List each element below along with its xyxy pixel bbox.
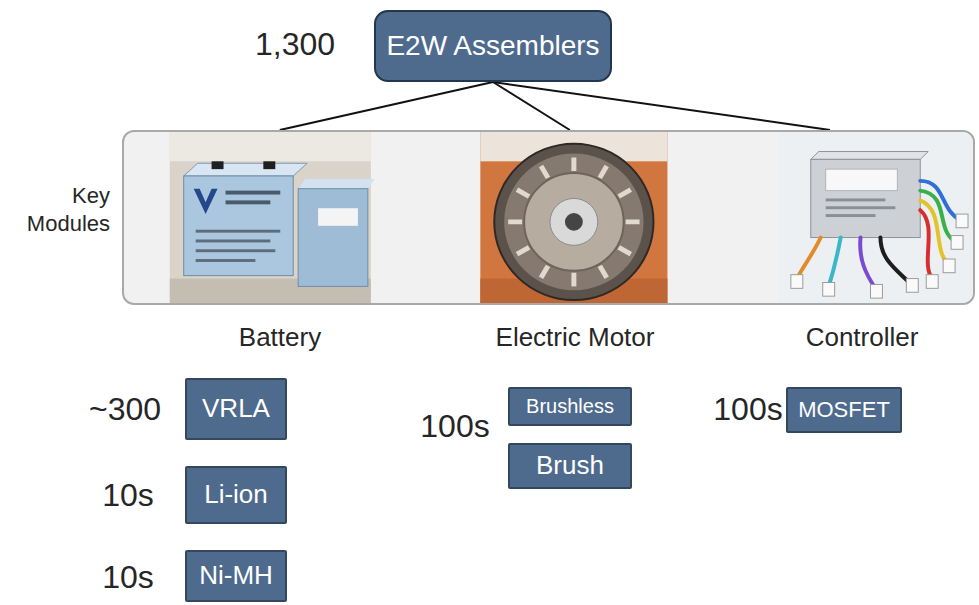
battery-photo-part — [184, 176, 293, 276]
count-label: ~300 — [89, 392, 161, 427]
box-label: E2W Assemblers — [386, 30, 599, 62]
controller-photo-part-part — [797, 238, 821, 279]
assembler-box: E2W Assemblers — [374, 10, 612, 82]
count-label: 1,300 — [255, 27, 335, 62]
box-label: Ni-MH — [199, 561, 273, 591]
battery-photo-part — [184, 163, 307, 176]
module-photos — [124, 132, 973, 303]
controller-photo-part — [779, 132, 973, 303]
controller-photo-part-part — [920, 210, 932, 278]
controller-photo-part — [811, 159, 920, 237]
battery-photo-part — [263, 161, 275, 169]
battery-photo-part — [226, 191, 281, 195]
module-label: Electric Motor — [496, 323, 655, 352]
box-label: Brushless — [526, 395, 614, 418]
count-label: 10s — [102, 478, 154, 513]
motor-photo-part — [494, 144, 653, 300]
battery-photo-part — [170, 132, 371, 161]
controller-photo-part-part — [943, 259, 955, 273]
battery-photo-part — [196, 230, 281, 233]
box-label: Brush — [536, 451, 604, 481]
motor-photo-part-part — [619, 247, 631, 254]
module-panel: Key Modules — [122, 130, 975, 305]
controller-photo-part — [826, 214, 876, 217]
count-label: 100s — [420, 409, 489, 444]
motor-photo-part-part — [600, 166, 607, 178]
controller-photo-part — [811, 152, 928, 160]
count-label: 10s — [102, 560, 154, 595]
motor-photo-part-part — [600, 266, 607, 278]
battery-photo-part — [196, 249, 276, 252]
connector-line — [280, 82, 493, 130]
controller-photo-part — [826, 169, 898, 190]
controller-photo-part-part — [791, 275, 803, 289]
box-label: MOSFET — [798, 397, 890, 422]
controller-photo-part-part — [926, 275, 938, 289]
motor-photo — [480, 132, 667, 303]
controller-type-box: MOSFET — [786, 387, 902, 433]
box-label: Li-ion — [204, 480, 268, 510]
motor-photo-part — [524, 173, 624, 271]
controller-photo-part-part — [860, 238, 875, 289]
motor-photo-part-part — [571, 273, 576, 287]
battery-photo-part — [196, 239, 271, 242]
controller-photo-part — [826, 198, 886, 201]
controller-photo-part-part — [951, 236, 963, 250]
battery-photo-part — [318, 208, 358, 226]
motor-photo-part-part — [508, 219, 522, 224]
connector-line — [493, 82, 830, 130]
battery-type-box: Ni-MH — [185, 550, 287, 602]
controller-photo — [779, 132, 973, 303]
battery-photo-part — [298, 189, 368, 287]
motor-photo-part-part — [626, 219, 640, 224]
motor-photo-part-part — [619, 190, 631, 197]
battery-type-box: Li-ion — [185, 466, 287, 524]
motor-photo-part-part — [571, 157, 576, 171]
motor-photo-part — [480, 132, 667, 303]
panel-heading: Key Modules — [10, 182, 110, 237]
module-label: Controller — [806, 323, 919, 352]
controller-photo-part-part — [829, 238, 841, 287]
motor-photo-part — [565, 213, 583, 231]
motor-photo-part — [550, 198, 598, 245]
battery-photo-part — [194, 189, 218, 214]
motor-photo-part — [504, 153, 643, 290]
module-label: Battery — [239, 323, 321, 352]
battery-photo — [170, 132, 375, 303]
battery-photo-part — [212, 161, 224, 169]
photo-strip — [124, 132, 973, 303]
battery-photo-part — [298, 179, 375, 189]
box-label: VRLA — [202, 394, 270, 424]
motor-photo-part-part — [541, 266, 548, 278]
motor-photo-part-part — [517, 190, 529, 197]
controller-photo-part — [797, 181, 960, 288]
motor-type-box: Brushless — [508, 387, 632, 426]
motor-photo-part — [508, 157, 639, 286]
controller-photo-part-part — [823, 282, 835, 296]
controller-photo-part — [791, 214, 968, 298]
count-label: 100s — [713, 392, 782, 427]
battery-type-box: VRLA — [185, 378, 287, 440]
controller-photo-part-part — [920, 200, 948, 264]
controller-photo-part — [826, 206, 896, 209]
controller-photo-part-part — [956, 214, 968, 228]
battery-photo-part — [196, 259, 256, 262]
connector-line — [493, 82, 570, 130]
controller-photo-part-part — [870, 284, 882, 298]
controller-photo-part-part — [880, 238, 910, 284]
battery-photo-part — [170, 132, 371, 303]
motor-photo-part-part — [517, 247, 529, 254]
battery-photo-part — [226, 200, 271, 204]
motor-photo-part-part — [541, 166, 548, 178]
motor-type-box: Brush — [508, 443, 632, 489]
controller-photo-part-part — [906, 279, 918, 293]
